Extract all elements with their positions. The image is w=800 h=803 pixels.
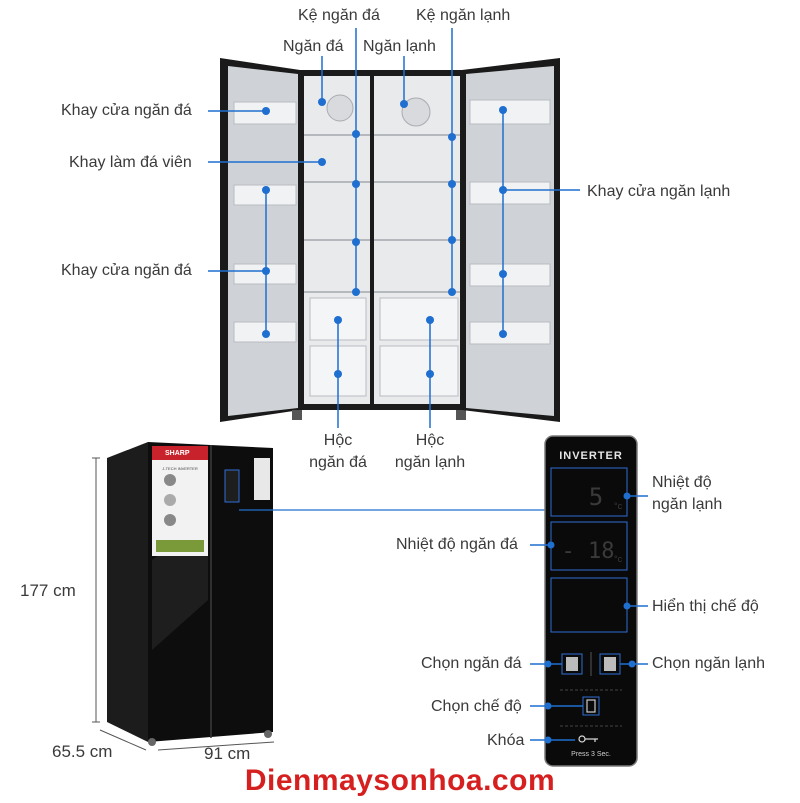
label-hoc-ngan-lanh-line2: ngăn lạnh [394,454,466,471]
dot [400,100,408,108]
foot [292,410,302,420]
label-khoa: Khóa [487,732,525,749]
dot [352,288,360,296]
label-chon-che-do: Chọn chế độ [431,698,522,715]
fridge-select-icon [604,657,616,671]
dot [262,186,270,194]
left-door-bin [233,184,297,206]
dot [448,236,456,244]
dimension-width: 91 cm [204,744,251,763]
label-nhiet-do-ngan-lanh-line2: ngăn lạnh [652,496,723,513]
label-ngan-da: Ngăn đá [283,38,344,55]
right-door-bin [469,263,551,287]
width-line [157,741,275,751]
label-chon-ngan-lanh: Chọn ngăn lạnh [652,655,765,672]
dot [352,130,360,138]
label-hoc-ngan-da-line1: Hộc [323,432,353,449]
dimension-height: 177 cm [20,581,76,600]
freezer-temp-value: - 18 [562,539,615,564]
dot [499,186,507,194]
dot [499,330,507,338]
fridge-brand: SHARP [165,450,190,457]
label-ke-ngan-da: Kệ ngăn đá [298,7,380,24]
label-hoc-ngan-lanh: Hộc ngăn lạnh [384,430,476,474]
label-khay-cua-ngan-da-2: Khay cửa ngăn đá [61,262,192,279]
dot [334,370,342,378]
foot [264,730,272,738]
dimension-lines [92,457,275,751]
panel-brand: INVERTER [559,450,623,462]
dot [499,106,507,114]
fridge-fan [401,97,431,127]
dot [262,330,270,338]
label-hien-thi-che-do: Hiển thị chế độ [652,598,759,615]
label-ke-ngan-lanh: Kệ ngăn lạnh [416,7,511,24]
dot [352,180,360,188]
right-door-bin [469,181,551,205]
top-callout-dots [262,98,507,378]
label-nhiet-do-ngan-lanh: Nhiệt độ ngăn lạnh [652,472,722,516]
sticker-veggies [156,540,204,552]
label-nhiet-do-ngan-lanh-line1: Nhiệt độ [652,474,712,491]
energy-sticker [152,446,208,556]
freezer-fan [326,94,354,122]
dot [352,238,360,246]
label-hoc-ngan-lanh-line1: Hộc [415,432,445,449]
closed-fridge-illustration [107,442,273,746]
label-khay-cua-ngan-lanh: Khay cửa ngăn lạnh [587,183,731,200]
freezer-select-icon [566,657,578,671]
label-ngan-lanh: Ngăn lạnh [363,38,436,55]
dot [426,370,434,378]
fridge-temp-value: 5 [589,483,603,511]
open-fridge-illustration [220,58,560,422]
mode-select-icon [586,699,596,713]
dot [318,98,326,106]
dot [262,107,270,115]
freezer-temp-unit: °c [614,554,623,564]
right-door-bin [469,321,551,345]
fridge-temp-unit: °c [614,501,623,511]
watermark: Dienmaysonhoa.com [244,764,556,797]
press-hint: Press 3 Sec. [571,751,611,758]
fridge-tagline: J-TECH INVERTER [162,466,198,471]
label-hoc-ngan-da: Hộc ngăn đá [296,430,380,474]
fridge-side [107,442,148,742]
right-door-bin [469,99,551,125]
foot [456,410,466,420]
dot [262,267,270,275]
label-nhiet-do-ngan-da: Nhiệt độ ngăn đá [396,536,518,553]
label-khay-lam-da-vien: Khay làm đá viên [69,154,192,171]
panel-callout-dots [544,492,636,744]
label-chon-ngan-da: Chọn ngăn đá [421,655,522,672]
sticker-header [152,446,208,460]
dot [318,158,326,166]
fridge-drawer [379,345,459,397]
side-sticker [254,458,270,500]
dimension-depth: 65.5 cm [52,742,113,761]
label-khay-cua-ngan-da-1: Khay cửa ngăn đá [61,102,192,119]
dot [448,180,456,188]
depth-line [99,729,147,751]
fridge-temp-frame [550,467,628,517]
sticker-icon [164,514,176,526]
dot [426,316,434,324]
sticker-icon [164,494,176,506]
door-control-panel [224,469,240,503]
dot [448,133,456,141]
foot [148,738,156,746]
sticker-icon [164,474,176,486]
dot [499,270,507,278]
panel-body [544,435,638,767]
label-hoc-ngan-da-line2: ngăn đá [309,454,367,471]
dot [334,316,342,324]
fridge-drawer [379,297,459,341]
dot [448,288,456,296]
